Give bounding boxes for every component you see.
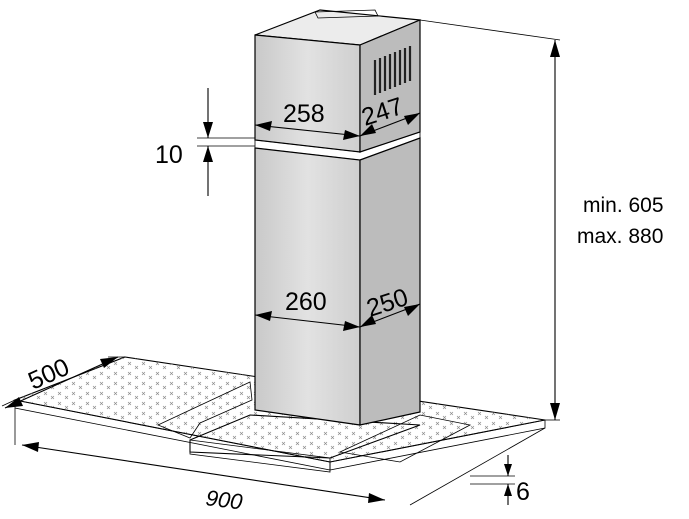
dim-upper-width-label: 258: [283, 100, 325, 128]
dim-gap: 10: [155, 88, 255, 196]
dim-lower-width-label: 260: [285, 288, 327, 316]
vent-grille: [373, 46, 412, 95]
dim-lower-width: 260: [254, 288, 361, 331]
dim-height-max-label: max. 880: [577, 225, 663, 248]
dim-total-height: min. 605 max. 880: [419, 19, 664, 421]
chimney-lower-front: [254, 147, 361, 426]
dim-glass-thickness: 6: [470, 455, 530, 506]
dim-height-min-label: min. 605: [583, 194, 664, 217]
filter-right: [338, 414, 472, 463]
chimney-lower-side: [359, 137, 421, 426]
dim-hood-width: 900: [14, 408, 546, 515]
dim-hood-width-label: 900: [204, 485, 244, 514]
dim-upper-width: 258: [254, 100, 361, 140]
dim-gap-label: 10: [155, 141, 183, 169]
chimney-upper: [254, 9, 421, 161]
filter-left: [157, 381, 253, 439]
hood-front-strip: [189, 439, 331, 473]
chimney-lower: [254, 137, 421, 426]
dim-glass-thickness-label: 6: [516, 478, 530, 506]
mounting-bracket: [314, 9, 379, 19]
